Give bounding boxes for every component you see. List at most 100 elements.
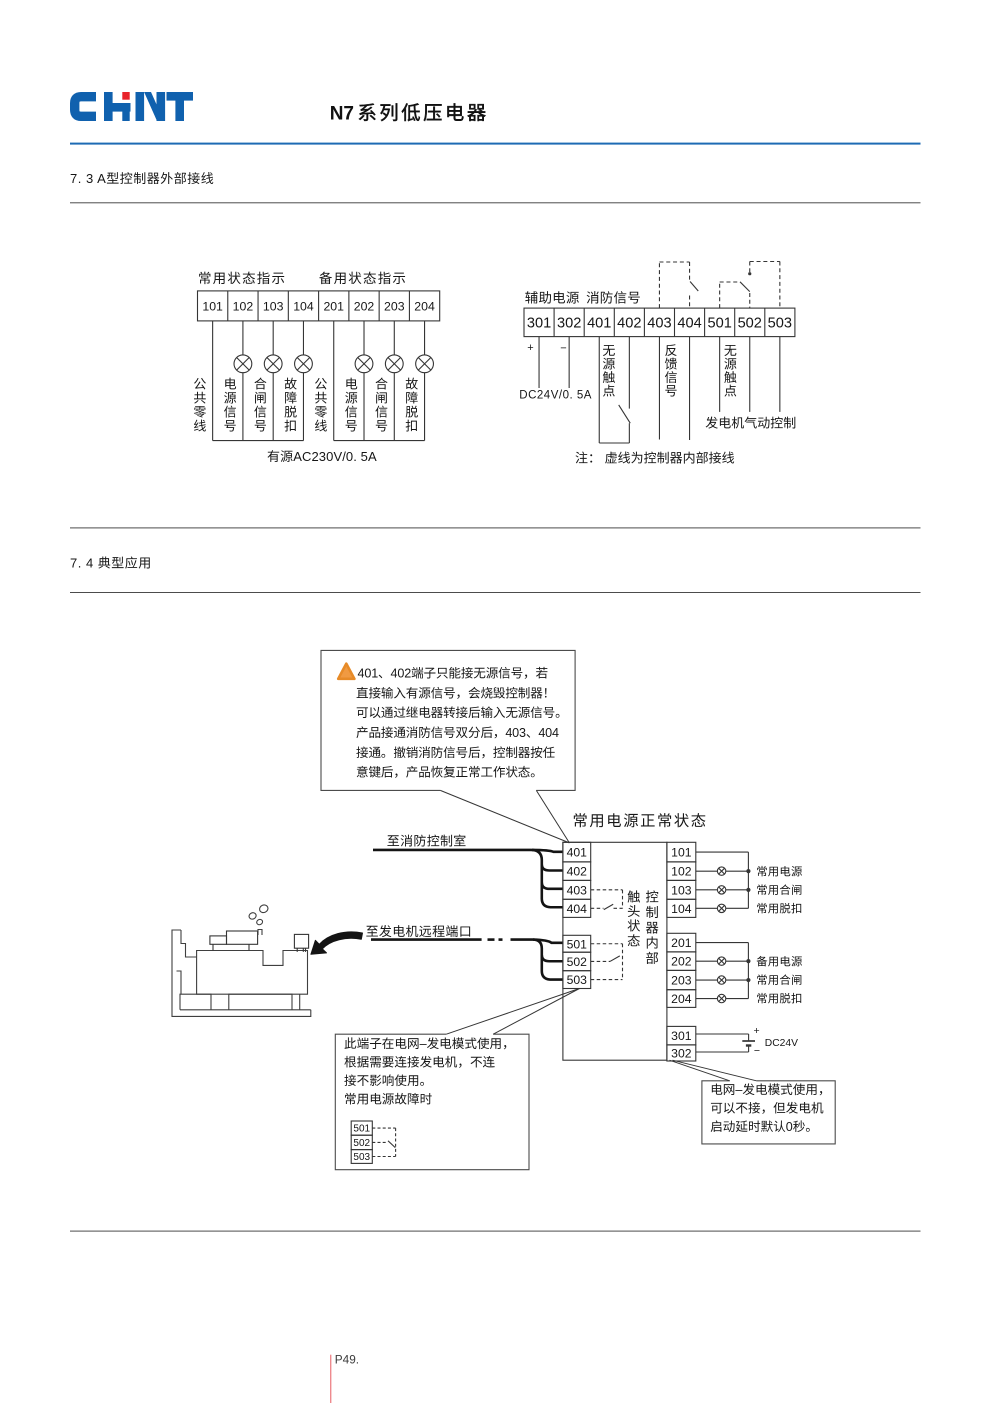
svg-text:触: 触 xyxy=(602,370,615,385)
svg-text:制: 制 xyxy=(646,905,659,920)
svg-text:脱: 脱 xyxy=(284,404,297,419)
svg-text:辅助电源: 辅助电源 xyxy=(525,291,580,306)
svg-text:203: 203 xyxy=(384,300,405,314)
svg-text:电: 电 xyxy=(345,376,358,391)
svg-text:−: − xyxy=(560,342,566,354)
svg-text:线: 线 xyxy=(193,418,206,433)
svg-text:线: 线 xyxy=(314,418,327,433)
svg-text:启动延时默认0秒。: 启动延时默认0秒。 xyxy=(710,1120,818,1134)
svg-text:常用电源故障时: 常用电源故障时 xyxy=(344,1092,433,1106)
svg-text:号: 号 xyxy=(345,418,358,433)
svg-text:号: 号 xyxy=(375,418,388,433)
svg-text:201: 201 xyxy=(671,936,692,950)
svg-text:内: 内 xyxy=(646,936,659,951)
svg-text:至发电机远程端口: 至发电机远程端口 xyxy=(366,924,472,939)
svg-text:401: 401 xyxy=(587,316,611,332)
svg-text:合: 合 xyxy=(254,376,267,391)
svg-text:常用电源: 常用电源 xyxy=(756,865,803,878)
svg-text:故: 故 xyxy=(284,376,297,391)
svg-text:合: 合 xyxy=(375,376,388,391)
svg-text:信: 信 xyxy=(375,404,388,419)
svg-text:+: + xyxy=(527,342,533,354)
svg-text:源: 源 xyxy=(345,390,358,405)
svg-text:障: 障 xyxy=(284,390,297,405)
svg-text:障: 障 xyxy=(405,390,418,405)
svg-text:号: 号 xyxy=(224,418,237,433)
svg-text:403: 403 xyxy=(647,316,671,332)
svg-text:控: 控 xyxy=(646,890,659,905)
svg-text:常用合闸: 常用合闸 xyxy=(756,974,802,987)
svg-text:至消防控制室: 至消防控制室 xyxy=(387,833,467,848)
svg-text:101: 101 xyxy=(671,846,692,860)
svg-text:502: 502 xyxy=(738,316,762,332)
svg-text:扣: 扣 xyxy=(405,418,418,433)
svg-text:301: 301 xyxy=(671,1029,692,1043)
svg-text:共: 共 xyxy=(193,390,206,405)
svg-text:触: 触 xyxy=(724,370,737,385)
svg-text:301: 301 xyxy=(527,316,551,332)
svg-text:部: 部 xyxy=(646,951,659,966)
svg-text:有源AC230V/0. 5A: 有源AC230V/0. 5A xyxy=(267,449,377,464)
svg-text:共: 共 xyxy=(314,390,327,405)
svg-text:号: 号 xyxy=(664,383,677,398)
svg-text:接通。撤销消防信号后，控制器按任: 接通。撤销消防信号后，控制器按任 xyxy=(356,746,556,760)
svg-text:闸: 闸 xyxy=(375,390,388,405)
svg-text:502: 502 xyxy=(567,955,588,969)
svg-text:7. 4 典型应用: 7. 4 典型应用 xyxy=(70,555,152,570)
svg-text:触: 触 xyxy=(627,890,640,905)
svg-text:头: 头 xyxy=(627,904,640,919)
svg-text:接不影响使用。: 接不影响使用。 xyxy=(344,1074,432,1088)
svg-text:根据需要连接发电机，不连: 根据需要连接发电机，不连 xyxy=(344,1056,496,1070)
svg-text:系列低压电器: 系列低压电器 xyxy=(358,103,489,125)
svg-text:备用状态指示: 备用状态指示 xyxy=(319,271,407,286)
svg-text:102: 102 xyxy=(671,865,692,879)
svg-text:402: 402 xyxy=(567,865,588,879)
svg-text:104: 104 xyxy=(293,300,314,314)
svg-text:常用脱扣: 常用脱扣 xyxy=(756,993,802,1006)
svg-text:503: 503 xyxy=(353,1152,370,1163)
svg-text:401: 401 xyxy=(567,846,588,860)
svg-text:反: 反 xyxy=(664,343,677,358)
svg-text:态: 态 xyxy=(627,933,640,948)
svg-text:403: 403 xyxy=(567,883,588,897)
svg-text:电: 电 xyxy=(224,376,237,391)
svg-text:闸: 闸 xyxy=(254,390,267,405)
svg-text:器: 器 xyxy=(646,920,659,935)
svg-text:点: 点 xyxy=(602,383,615,398)
svg-text:备用电源: 备用电源 xyxy=(756,955,803,968)
svg-text:消防信号: 消防信号 xyxy=(586,291,641,306)
svg-text:503: 503 xyxy=(567,973,588,987)
svg-text:此端子在电网–发电模式使用，: 此端子在电网–发电模式使用， xyxy=(344,1037,515,1051)
svg-text:502: 502 xyxy=(353,1138,370,1149)
svg-text:直接输入有源信号，会烧毁控制器！: 直接输入有源信号，会烧毁控制器！ xyxy=(356,686,555,700)
svg-text:可以通过继电器转接后输入无源信号。: 可以通过继电器转接后输入无源信号。 xyxy=(356,706,568,720)
svg-text:零: 零 xyxy=(193,404,206,419)
svg-text:DC24V/0. 5A: DC24V/0. 5A xyxy=(519,389,592,401)
svg-text:常用电源正常状态: 常用电源正常状态 xyxy=(573,813,708,830)
svg-text:零: 零 xyxy=(314,404,327,419)
svg-text:信: 信 xyxy=(345,404,358,419)
svg-text:104: 104 xyxy=(671,902,692,916)
svg-text:+: + xyxy=(754,1025,760,1037)
svg-text:电网–发电模式使用，: 电网–发电模式使用， xyxy=(710,1083,830,1097)
svg-text:公: 公 xyxy=(314,376,327,391)
svg-text:203: 203 xyxy=(671,974,692,988)
svg-text:103: 103 xyxy=(263,300,284,314)
svg-text:产品接通消防信号双分后，403、404: 产品接通消防信号双分后，403、404 xyxy=(356,726,559,740)
svg-text:501: 501 xyxy=(567,937,588,951)
svg-text:常用合闸: 常用合闸 xyxy=(756,884,802,897)
svg-text:103: 103 xyxy=(671,883,692,897)
svg-text:常用脱扣: 常用脱扣 xyxy=(756,902,802,915)
svg-text:号: 号 xyxy=(254,418,267,433)
svg-text:202: 202 xyxy=(354,300,375,314)
svg-text:源: 源 xyxy=(224,390,237,405)
svg-text:信: 信 xyxy=(664,370,677,385)
svg-text:公: 公 xyxy=(193,376,206,391)
svg-text:102: 102 xyxy=(233,300,254,314)
svg-text:状: 状 xyxy=(627,919,640,934)
svg-text:302: 302 xyxy=(557,316,581,332)
svg-text:404: 404 xyxy=(567,902,588,916)
svg-text:402: 402 xyxy=(617,316,641,332)
svg-text:501: 501 xyxy=(353,1124,370,1135)
svg-text:302: 302 xyxy=(671,1046,692,1060)
